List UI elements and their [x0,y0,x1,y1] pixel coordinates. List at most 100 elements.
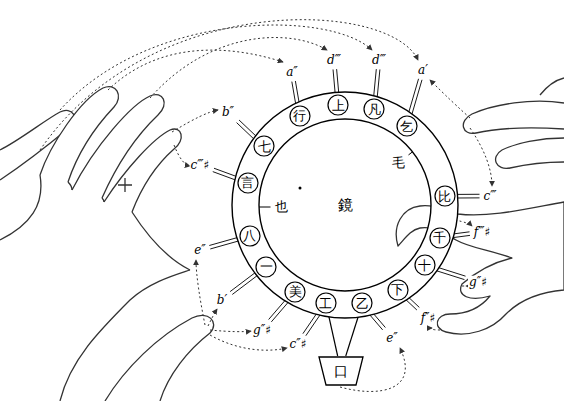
left-hand [0,87,190,270]
pitch-label: e″ [193,244,207,257]
finger-hole: 比 [434,185,456,207]
hole-tab [213,172,236,180]
pitch-label: d‴ [371,54,387,67]
pitch-label: c″♯ [288,338,307,351]
hole-tab [337,69,339,93]
hole-circle [240,226,260,246]
hole-circle [430,228,450,248]
hole-tab [214,168,237,176]
hole-character: 工 [319,297,332,310]
left-thumb [60,270,214,401]
hole-tab [292,82,296,105]
hole-tab [436,271,465,280]
pitch-label: f‴♯ [473,226,492,239]
hole-circle [238,173,258,193]
hole-tab [457,197,480,198]
hole-circle [397,116,417,136]
finger-hole: 十 [414,254,436,276]
pitch-label: d‴ [326,54,342,67]
pitch-label: b′ [216,294,228,307]
hole-character: 下 [391,283,404,296]
finger-hole: 八 [239,225,261,247]
hole-tab [303,312,318,334]
hole-character: 八 [243,229,256,242]
hole-tab [210,241,239,249]
pitch-label: e″ [385,332,399,345]
mouthpiece: 口 [318,356,364,386]
hole-tab [230,272,255,291]
pitch-label: c‴ [483,190,498,203]
finger-hole: 乞 [396,115,418,137]
hole-character: 美 [289,285,302,298]
hole-tab [239,120,257,137]
hole-tab [437,267,466,276]
finger-hole: 工 [315,292,337,314]
finger-hole: 凡 [363,98,385,120]
pitch-label: a′ [417,64,429,77]
hole-character: 凡 [368,103,381,116]
hole-tab [269,300,286,320]
hole-tab [457,194,480,195]
hole-character: 行 [293,109,306,122]
finger-hole: 乙 [351,292,373,314]
hole-character: 七 [258,140,271,153]
hole-character: 上 [332,99,345,112]
hole-circle [285,282,305,302]
hole-character: 乞 [400,120,413,133]
pitch-label: a″ [285,66,299,79]
right-hand-top [463,78,564,168]
part-label: 也 [274,200,289,214]
hole-tab [412,80,422,115]
hole-character: 言 [241,176,254,189]
part-label: 毛 [391,156,406,170]
hole-character: 口 [334,364,348,378]
mouthpiece-link [328,314,337,356]
mirror-ring: 鏡 行 上 凡乞七比 言八一 千十美工 乙 下 [230,90,460,320]
hole-circle [388,280,408,300]
hole-tab [232,275,257,294]
finger-hole: 上 [327,94,349,116]
finger-hole: 七 [253,135,275,157]
hole-circle [256,257,276,277]
mouthpiece-shape [319,357,363,385]
pitch-label: c‴♯ [190,159,211,172]
hole-tab [333,69,335,93]
hole-tab [306,314,321,336]
hole-tab [406,299,417,310]
hole-character: 千 [433,231,446,244]
hole-tab [369,314,383,330]
finger-hole: 美 [284,281,306,303]
hole-circle [290,106,310,126]
finger-hole: 行 [289,105,311,127]
finger-hole: 言 [237,172,259,194]
hole-circle [352,293,372,313]
hole-tab [237,123,255,140]
hole-circle [328,95,348,115]
hole-character: 比 [438,190,451,203]
hole-circle [254,136,274,156]
hole-character: 十 [418,259,431,272]
hole-tab [209,237,238,245]
finger-hole: 下 [387,279,409,301]
hole-circle [435,186,455,206]
hole-circle [415,255,435,275]
pitch-label: g″♯ [252,324,272,337]
hole-character: 鏡 [338,198,353,213]
hole-tab [271,302,288,322]
finger-hole: 一 [255,256,277,278]
finger-hole: 千 [429,227,451,249]
hole-circle [316,293,336,313]
hole-circle [364,99,384,119]
ring-band [232,92,458,318]
hole-character: 乙 [356,297,369,310]
pitch-label: f″♯ [420,312,437,325]
pitch-label: g″♯ [468,276,488,289]
right-hand-bottom [396,202,564,334]
mouthpiece-link [346,314,359,356]
center-dot [299,187,302,190]
pitch-label: b″ [221,106,235,119]
hole-character: 一 [260,260,273,273]
hole-tab [377,69,380,97]
finger-arrows [40,20,492,392]
